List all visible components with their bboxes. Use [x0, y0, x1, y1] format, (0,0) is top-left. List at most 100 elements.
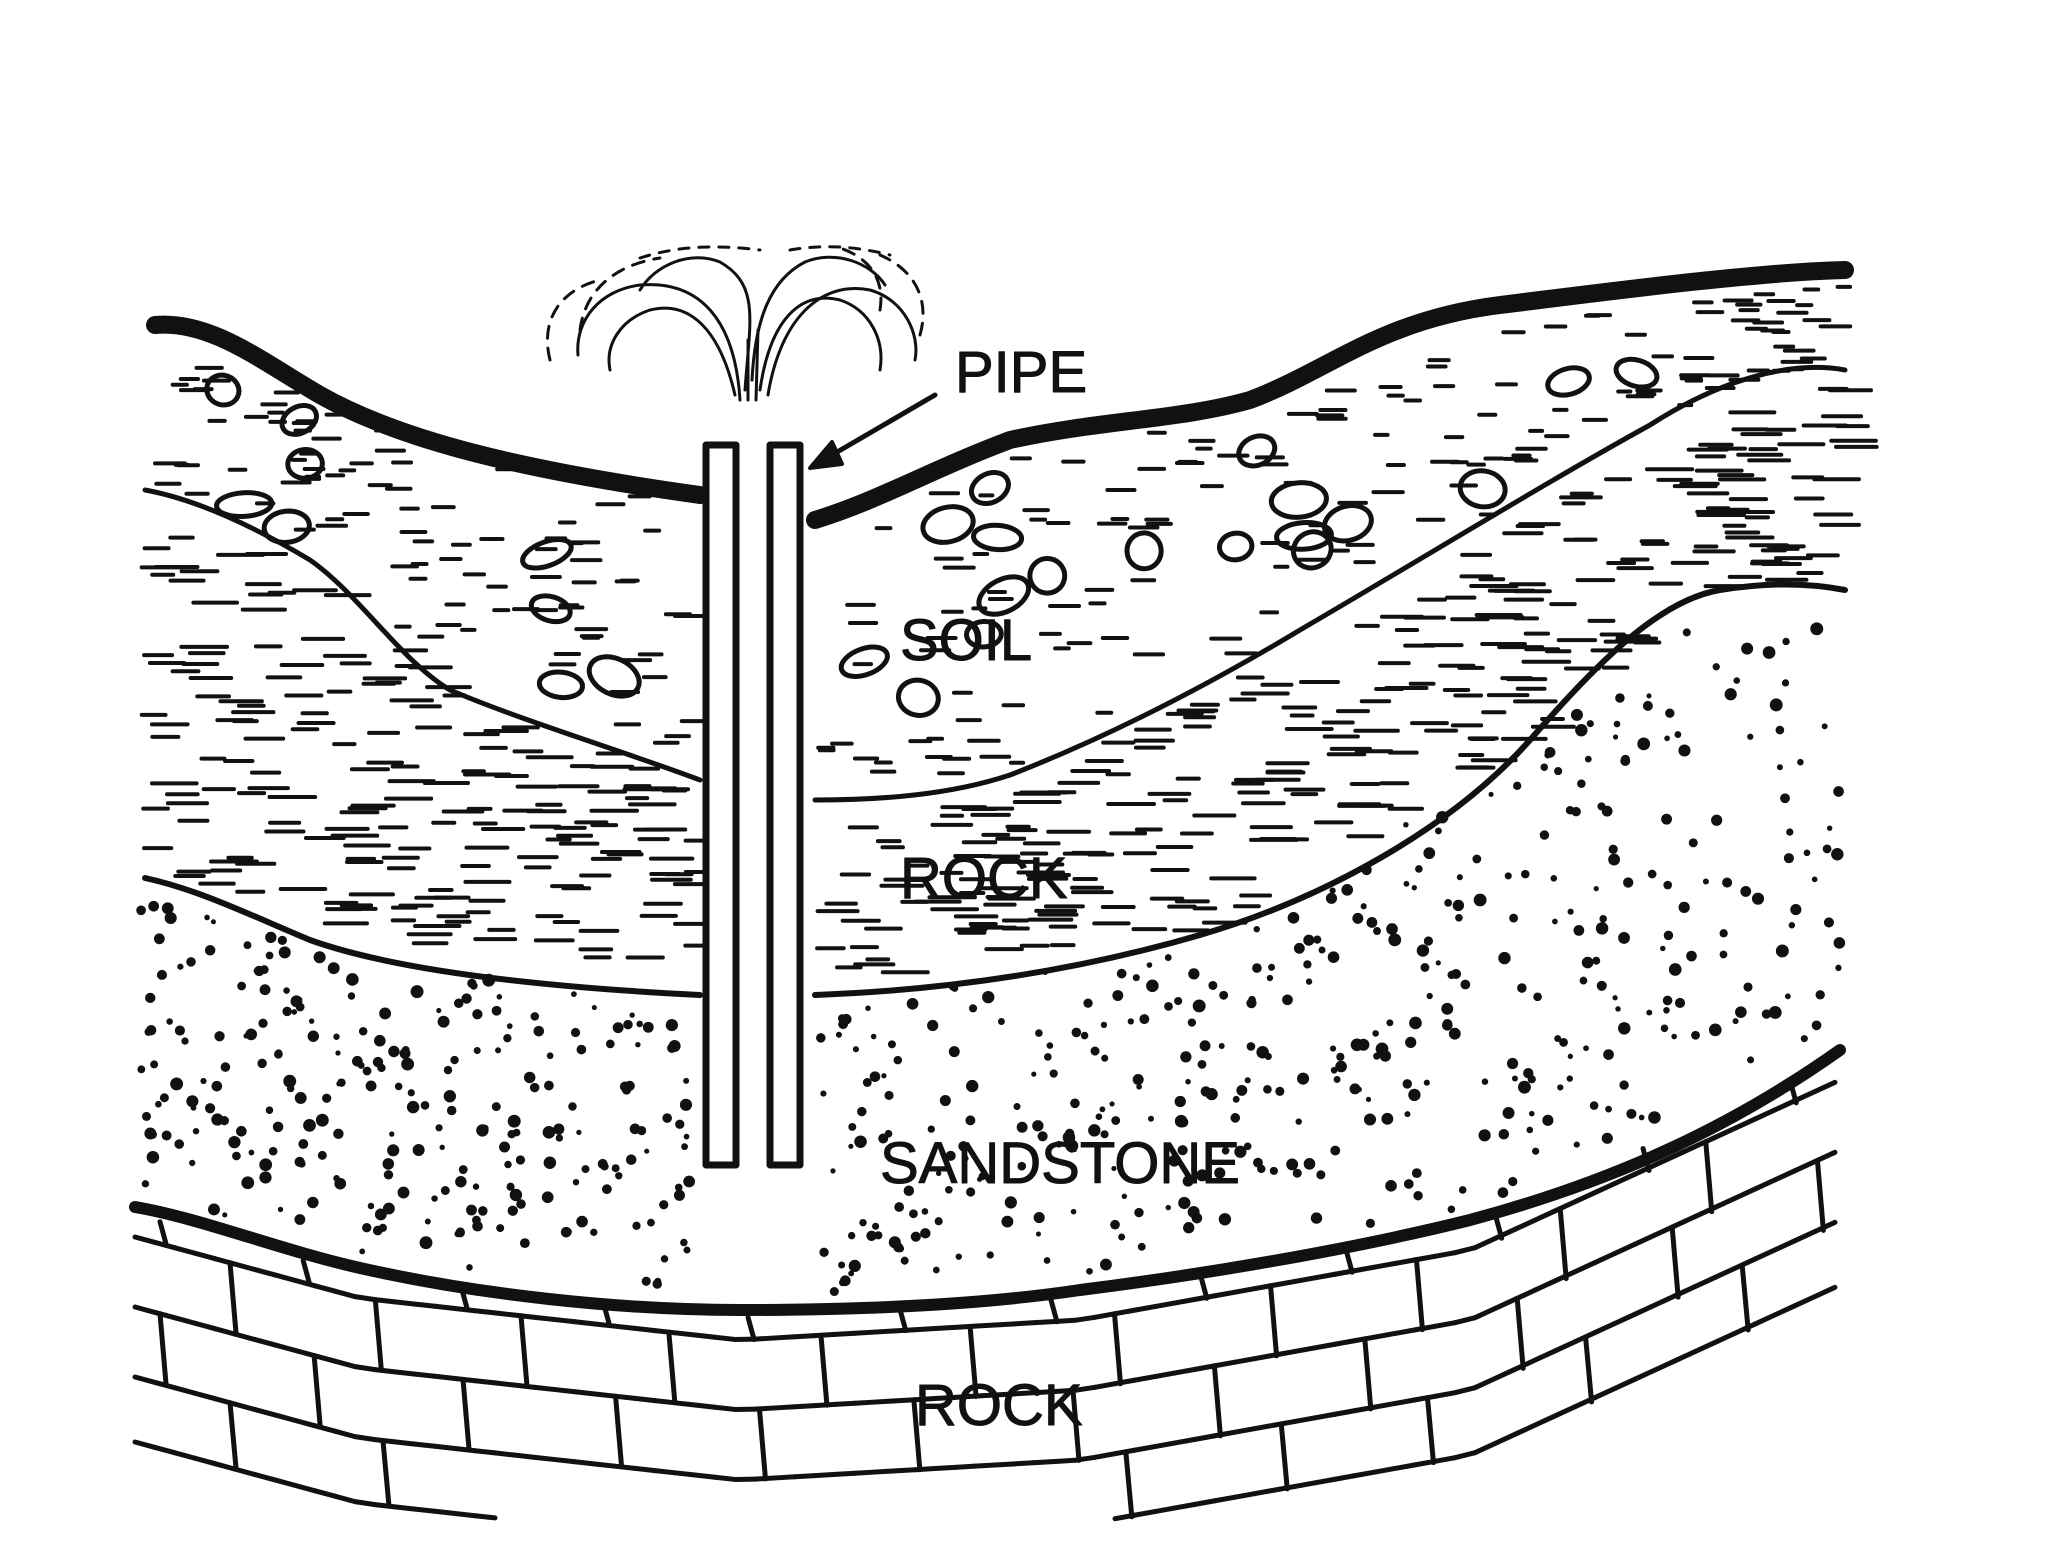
bedrock-course-line: [475, 1451, 495, 1453]
sandstone-dot: [1603, 1049, 1614, 1060]
bedrock-joint-line: [616, 1396, 622, 1466]
sandstone-dot: [1661, 1025, 1669, 1033]
sandstone-dot: [1449, 1028, 1461, 1040]
sandstone-dot: [1441, 1003, 1453, 1015]
sandstone-dot: [1448, 1206, 1456, 1214]
sandstone-dot: [1683, 628, 1691, 636]
sandstone-dot: [623, 1020, 632, 1029]
sandstone-dot: [450, 1056, 458, 1064]
sandstone-dot: [1453, 900, 1464, 911]
bedrock-course-line: [435, 1306, 455, 1308]
sandstone-dot: [571, 1028, 580, 1037]
bedrock-course-line: [1795, 1296, 1815, 1305]
bedrock-course-line: [1475, 1309, 1495, 1318]
bedrock-course-line: [595, 1324, 615, 1326]
bedrock-course-line: [995, 1324, 1015, 1325]
bedrock-course-line: [1295, 1278, 1315, 1282]
sandstone-dot: [1366, 1219, 1375, 1228]
sandstone-dot: [1245, 1077, 1251, 1083]
bedrock-joint-line: [1214, 1366, 1220, 1436]
bedrock-course-line: [1135, 1512, 1155, 1516]
sandstone-dot: [966, 1080, 978, 1092]
sandstone-dot: [308, 1031, 319, 1042]
sandstone-dot: [244, 941, 252, 949]
bedrock-joint-line: [160, 1222, 166, 1244]
label-rock-upper: ROCK: [900, 846, 1068, 911]
sandstone-dot: [1408, 1089, 1420, 1101]
sandstone-dot: [459, 1165, 468, 1174]
sandstone-dot: [1615, 1006, 1621, 1012]
sandstone-dot: [894, 1202, 904, 1212]
sandstone-dot: [1812, 1020, 1822, 1030]
bedrock-course-line: [855, 1402, 875, 1403]
bedrock-joint-line: [1817, 1160, 1823, 1230]
sandstone-dot: [1797, 759, 1804, 766]
sandstone-dot: [577, 1045, 587, 1055]
sandstone-dot: [1551, 875, 1558, 882]
bedrock-course-line: [175, 1453, 195, 1458]
bedrock-course-line: [1175, 1439, 1195, 1443]
sandstone-dot: [260, 984, 271, 995]
bedrock-joint-line: [1271, 1286, 1277, 1356]
sandstone-dot: [1618, 1022, 1630, 1034]
sandstone-dot: [1183, 1222, 1194, 1233]
sandstone-dot: [1626, 1109, 1636, 1119]
sandstone-dot: [987, 1251, 994, 1258]
sandstone-dot: [157, 970, 167, 980]
sandstone-dot: [435, 1124, 442, 1131]
sandstone-dot: [1770, 698, 1783, 711]
bedrock-course-line: [1635, 1305, 1655, 1314]
sandstone-dot: [1523, 1068, 1533, 1078]
sandstone-dot: [1219, 1043, 1225, 1049]
sandstone-dot: [881, 1073, 886, 1078]
sandstone-dot: [1823, 845, 1832, 854]
sandstone-dot: [1587, 720, 1594, 727]
sandstone-dot: [307, 1197, 319, 1209]
sandstone-dot: [1341, 884, 1353, 896]
bedrock-joint-line: [1051, 1300, 1057, 1322]
bedrock-joint-line: [1346, 1250, 1352, 1272]
sandstone-dot: [1722, 878, 1732, 888]
bedrock-course-line: [935, 1327, 955, 1328]
sandstone-dot: [204, 915, 210, 921]
sandstone-dot: [222, 1212, 227, 1217]
sandstone-dot: [456, 1227, 465, 1236]
bedrock-course-line: [1295, 1418, 1315, 1422]
sandstone-dot: [615, 1172, 622, 1179]
sandstone-dot: [1275, 1087, 1284, 1096]
bedrock-course-line: [1655, 1361, 1675, 1370]
sandstone-dot: [874, 1231, 882, 1239]
bedrock-course-line: [1255, 1490, 1275, 1494]
bedrock-course-line: [955, 1466, 975, 1467]
sandstone-dot: [137, 1065, 145, 1073]
sandstone-dot: [576, 1216, 588, 1228]
bedrock-joint-line: [1742, 1265, 1748, 1330]
sandstone-dot: [1513, 782, 1521, 790]
pipe-pointer-arrow: [810, 395, 935, 468]
sandstone-dot: [1091, 1047, 1100, 1056]
bedrock-course-line: [1475, 1239, 1495, 1248]
sandstone-dot: [1083, 999, 1092, 1008]
bedrock-course-line: [1475, 1379, 1495, 1388]
sandstone-dot: [1639, 1115, 1645, 1121]
sandstone-dot: [643, 1022, 654, 1033]
sandstone-dot: [965, 1115, 975, 1125]
sandstone-dot: [503, 1034, 511, 1042]
sandstone-dot: [328, 962, 340, 974]
bedrock-joint-line: [375, 1300, 381, 1370]
bedrock-course-line: [1755, 1315, 1775, 1324]
sandstone-dot: [600, 1162, 608, 1170]
sandstone-dot: [447, 1106, 457, 1116]
bedrock-course-line: [275, 1345, 295, 1350]
sandstone-dot: [1517, 983, 1527, 993]
sandstone-dot: [395, 1083, 403, 1091]
sandstone-dot: [1674, 731, 1681, 738]
sandstone-dot: [848, 1232, 855, 1239]
sandstone-dot: [680, 1239, 688, 1247]
bedrock-course-line: [715, 1337, 735, 1339]
sandstone-dot: [1166, 1205, 1171, 1210]
bedrock-joint-line: [669, 1332, 675, 1402]
sandstone-dot: [1533, 992, 1542, 1001]
sandstone-dot: [636, 1021, 643, 1028]
